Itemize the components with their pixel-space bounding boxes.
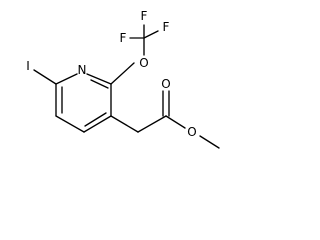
bond-c6-n	[55, 73, 78, 85]
bond-o-c2	[110, 62, 135, 85]
bond-c4-c5	[55, 115, 85, 133]
bond-c3-c4	[83, 115, 112, 133]
atom-o-carbonyl: O	[161, 77, 170, 91]
atom-f-left: F	[120, 31, 127, 45]
structure-diagram: F F F O N I O O	[26, 9, 220, 149]
bonds	[33, 24, 220, 149]
bond-ester-o-methyl	[199, 135, 220, 149]
bond-c3-ch2	[110, 115, 139, 133]
bond-carbonyl-ester-o	[165, 115, 186, 129]
atom-o-ester: O	[187, 125, 196, 139]
atom-i: I	[26, 59, 30, 73]
atom-o-ether: O	[139, 56, 148, 70]
atom-f-top: F	[141, 9, 148, 23]
bond-n-c2	[86, 73, 112, 85]
atom-f-right: F	[163, 20, 170, 34]
bond-c3-c4-double	[84, 112, 107, 127]
atom-labels: F F F O N I O O	[26, 9, 197, 139]
bond-ch2-carbonyl	[137, 115, 167, 133]
bond-n-c2-double	[90, 79, 109, 89]
bond-c6-i	[33, 69, 57, 85]
atom-n-ring: N	[78, 63, 87, 77]
bond-c-f-right	[143, 30, 159, 39]
